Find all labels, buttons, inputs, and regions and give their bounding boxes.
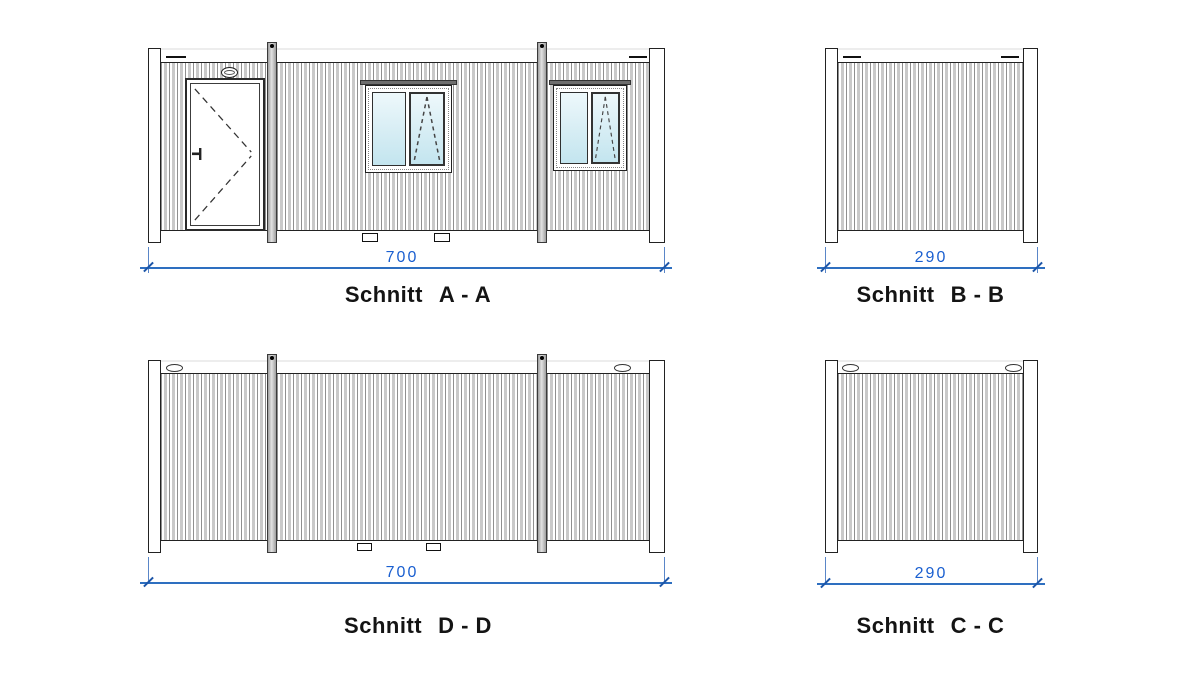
- entrance-door: [185, 78, 265, 231]
- corner-post: [1023, 360, 1038, 553]
- window-fixed-pane: [560, 92, 589, 164]
- section-title-prefix: Schnitt: [344, 282, 423, 307]
- section-title-code: D - D: [438, 613, 492, 638]
- corrugated-wall-panel: [161, 374, 267, 540]
- floor-vent: [426, 543, 441, 551]
- section-title: Schnitt C - C: [808, 613, 1053, 639]
- window-body: [372, 92, 445, 166]
- dimension-line: [140, 267, 672, 269]
- corner-post: [148, 360, 161, 553]
- post-pin-icon: [540, 356, 544, 360]
- roof-rail: [838, 48, 1023, 63]
- dimension-label: 290: [914, 565, 948, 582]
- dimension-line: [817, 267, 1045, 269]
- section-title-code: B - B: [950, 282, 1005, 307]
- dimension-label: 290: [914, 249, 948, 266]
- floor-rail: [160, 230, 650, 243]
- corrugated-wall-panel: [547, 374, 649, 540]
- post-pin-icon: [270, 356, 274, 360]
- dimension-label: 700: [385, 564, 419, 581]
- corrugated-wall-panel: [838, 374, 1023, 540]
- section-title-code: A - A: [438, 282, 492, 307]
- floor-vent: [357, 543, 372, 551]
- corner-post: [649, 48, 665, 243]
- floor-vent: [362, 233, 378, 242]
- floor-rail: [838, 230, 1023, 243]
- dimension-line: [140, 582, 672, 584]
- corner-post: [825, 48, 838, 243]
- post-pin-icon: [540, 44, 544, 48]
- door-leaf: [190, 83, 260, 226]
- dimension-extension-line: [825, 247, 827, 273]
- corner-post: [649, 360, 665, 553]
- tilt-symbol-dashes: [595, 96, 617, 160]
- dimension-line: [817, 583, 1045, 585]
- roof-weld-mark: [1001, 56, 1019, 58]
- door-handle-icon: [192, 148, 202, 161]
- corrugated-wall-panel: [838, 63, 1023, 230]
- corner-post: [1023, 48, 1038, 243]
- dimension-extension-line: [148, 557, 150, 584]
- coupling-post: [267, 354, 277, 553]
- roof-weld-mark: [843, 56, 861, 58]
- coupling-post: [267, 42, 277, 243]
- section-title: Schnitt A - A: [293, 282, 543, 308]
- window-seal-dots: [368, 88, 449, 170]
- dimension-extension-line: [664, 247, 666, 273]
- floor-vent: [434, 233, 450, 242]
- corner-post: [148, 48, 161, 243]
- window-tilt-pane: [409, 92, 445, 166]
- window-tilt-pane: [591, 92, 620, 164]
- section-title-prefix: Schnitt: [856, 613, 935, 638]
- window-seal-dots: [556, 88, 624, 168]
- window-lintel: [549, 80, 631, 85]
- floor-rail: [160, 540, 650, 553]
- door-swing-dashes: [194, 88, 252, 221]
- window-lintel: [360, 80, 457, 85]
- roof-vent: [1005, 364, 1022, 372]
- post-pin-icon: [270, 44, 274, 48]
- corrugated-wall-panel: [277, 374, 537, 540]
- coupling-post: [537, 42, 547, 243]
- tilt-symbol-dashes: [413, 96, 441, 162]
- dimension-extension-line: [148, 247, 150, 273]
- roof-weld-mark: [629, 56, 647, 58]
- section-title: Schnitt B - B: [808, 282, 1053, 308]
- roof-rail: [838, 360, 1023, 374]
- roof-rail: [160, 360, 650, 374]
- roof-weld-mark: [166, 56, 186, 58]
- lamp-inner-ring: [224, 70, 235, 75]
- section-title-code: C - C: [950, 613, 1005, 638]
- section-title: Schnitt D - D: [293, 613, 543, 639]
- dimension-extension-line: [1037, 247, 1039, 273]
- window-body: [560, 92, 620, 164]
- window: [553, 85, 627, 171]
- outdoor-lamp-icon: [221, 67, 238, 78]
- dimension-extension-line: [1037, 557, 1039, 584]
- dimension-label: 700: [385, 249, 419, 266]
- corner-post: [825, 360, 838, 553]
- floor-rail: [838, 540, 1023, 553]
- window-fixed-pane: [372, 92, 407, 166]
- roof-vent: [614, 364, 631, 372]
- roof-vent: [166, 364, 183, 372]
- section-title-prefix: Schnitt: [344, 613, 423, 638]
- roof-vent: [842, 364, 859, 372]
- roof-rail: [160, 48, 650, 63]
- dimension-extension-line: [825, 557, 827, 584]
- coupling-post: [537, 354, 547, 553]
- dimension-extension-line: [664, 557, 666, 584]
- section-title-prefix: Schnitt: [856, 282, 935, 307]
- window: [365, 85, 452, 173]
